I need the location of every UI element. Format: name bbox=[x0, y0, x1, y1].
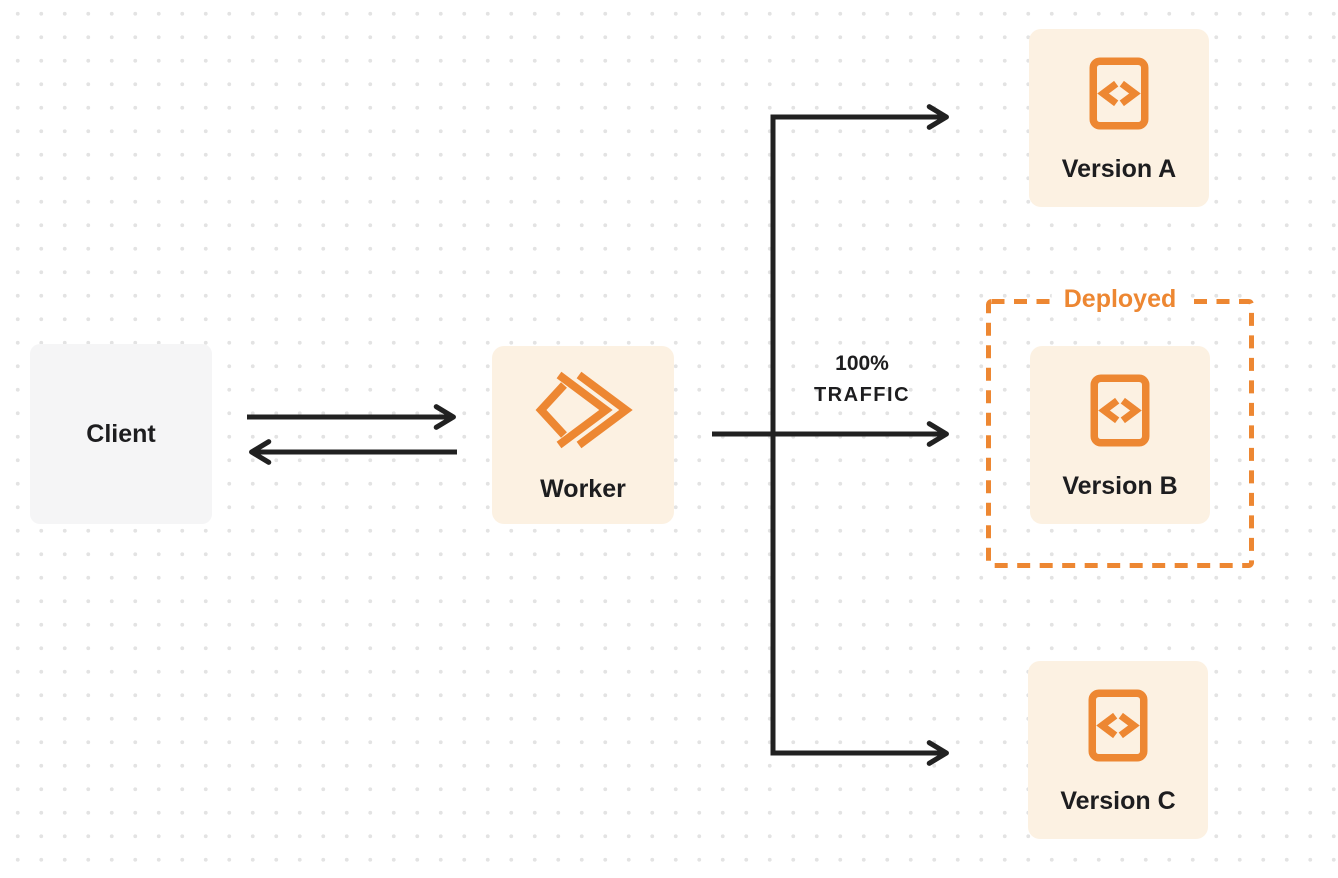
version-c-label: Version C bbox=[1060, 787, 1176, 815]
version-b-node: Version B bbox=[1030, 346, 1210, 524]
traffic-caption: TRAFFIC bbox=[813, 384, 911, 406]
code-file-icon bbox=[1088, 689, 1148, 762]
version-a-node: Version A bbox=[1029, 29, 1209, 207]
arrow-worker-to-version-c bbox=[770, 434, 949, 766]
deployed-group: Deployed bbox=[986, 284, 1254, 568]
traffic-percent: 100% bbox=[835, 352, 889, 375]
traffic-label: 100% TRAFFIC bbox=[792, 351, 932, 408]
arrow-worker-to-version-a bbox=[770, 104, 949, 434]
code-file-icon bbox=[1090, 374, 1150, 447]
worker-label: Worker bbox=[540, 475, 626, 503]
worker-node: Worker bbox=[492, 346, 674, 524]
deployed-dashed-border bbox=[986, 299, 1254, 568]
client-node: Client bbox=[30, 344, 212, 524]
version-c-node: Version C bbox=[1028, 661, 1208, 839]
version-b-label: Version B bbox=[1062, 472, 1178, 500]
version-a-label: Version A bbox=[1061, 155, 1177, 183]
workers-logo-icon bbox=[535, 371, 633, 449]
deployed-label: Deployed bbox=[1051, 284, 1189, 314]
code-file-icon bbox=[1089, 57, 1149, 130]
client-label: Client bbox=[86, 420, 156, 448]
